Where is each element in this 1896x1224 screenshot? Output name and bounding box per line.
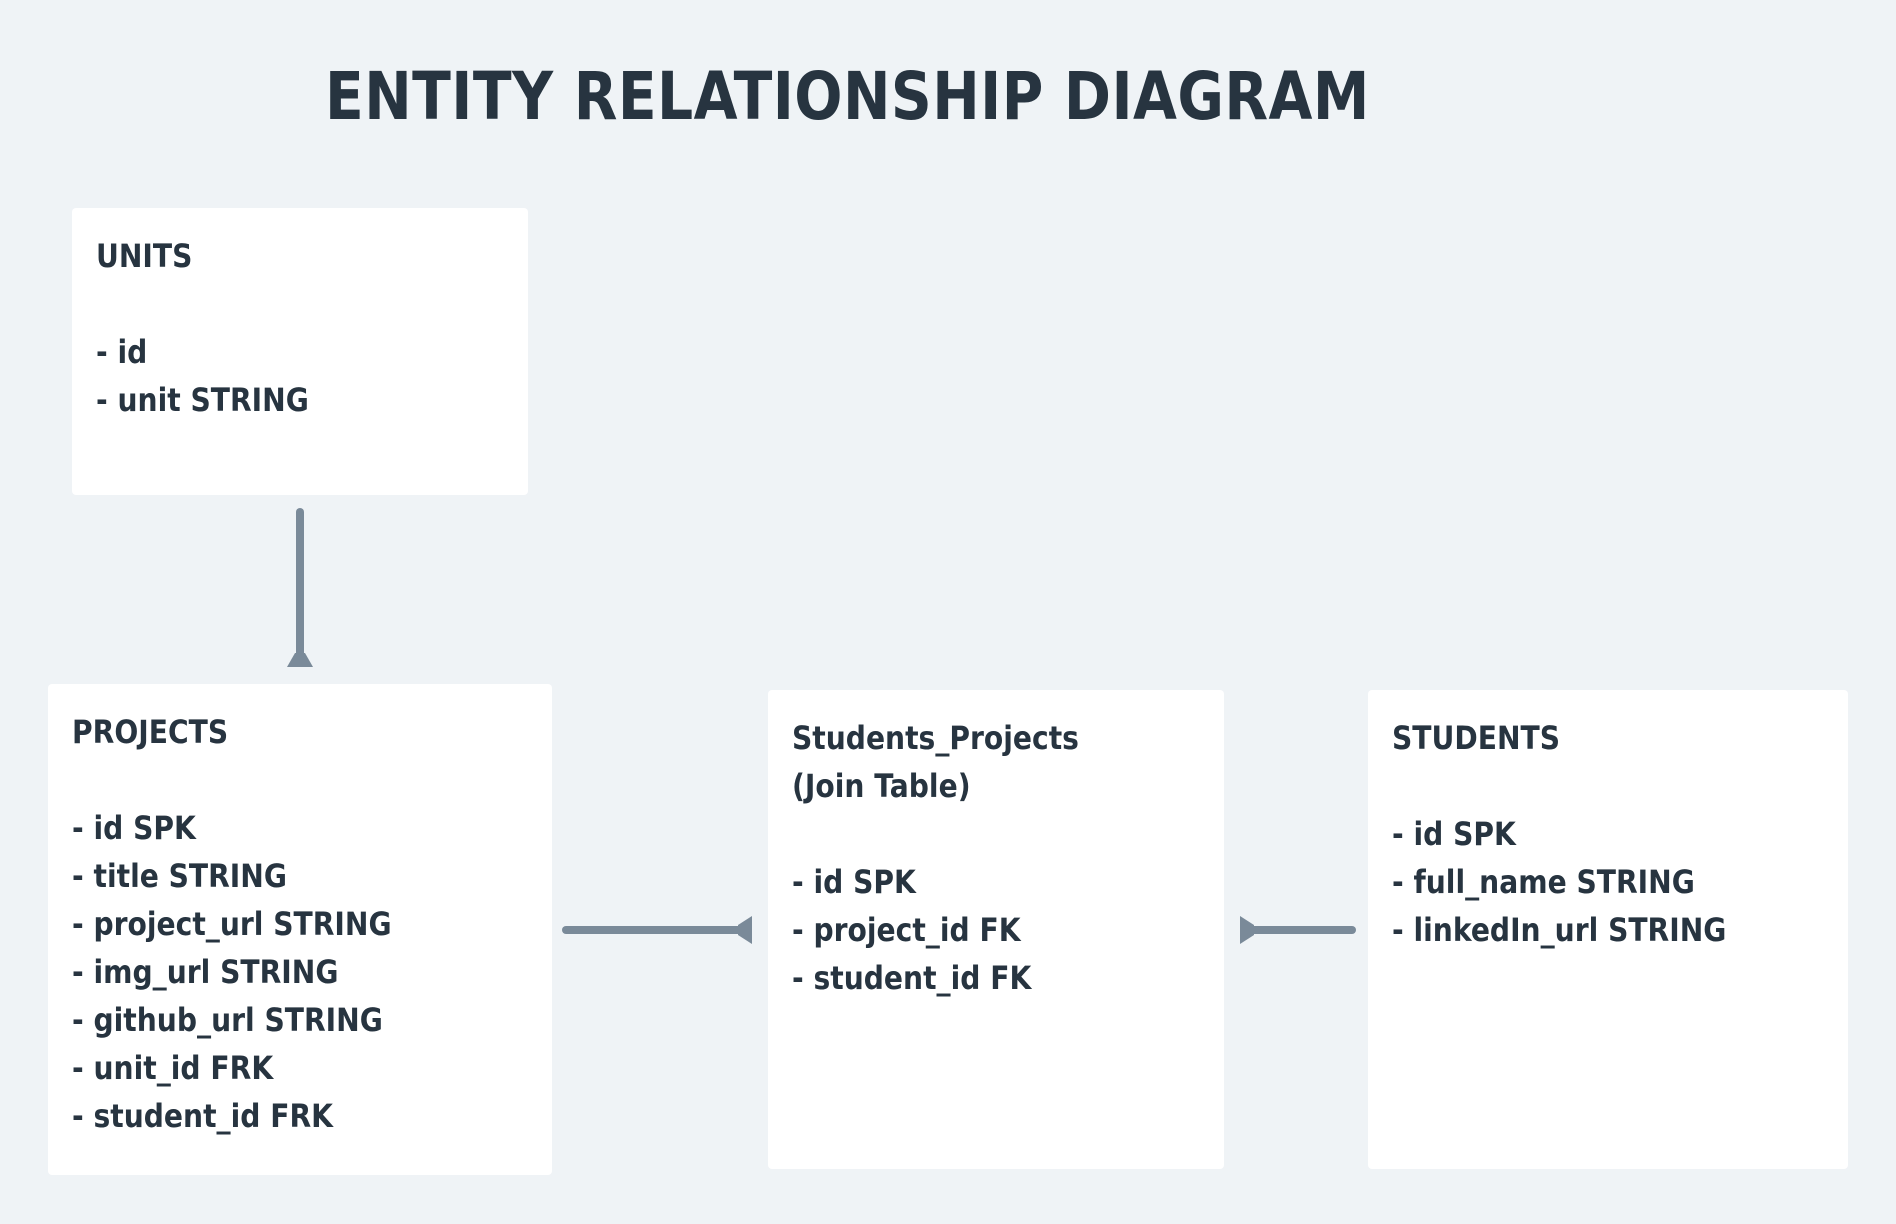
diagram-title: ENTITY RELATIONSHIP DIAGRAM [325,58,1370,135]
entity-field: - id SPK [792,863,916,901]
entity-field: - unit_id FRK [72,1049,274,1087]
entity-field: - linkedIn_url STRING [1392,911,1727,949]
entity-field: - full_name STRING [1392,863,1695,901]
connector-units-projects-arrowhead [287,653,313,667]
entity-field: - student_id FK [792,959,1032,997]
entity-field: - github_url STRING [72,1001,383,1039]
entity-field: - project_id FK [792,911,1021,949]
entity-projects: PROJECTS - id SPK - title STRING - proje… [48,684,552,1175]
entity-field: - id [96,333,148,371]
entity-units-fields: - id - unit STRING [96,328,504,424]
entity-field: - id SPK [1392,815,1516,853]
entity-units: UNITS - id - unit STRING [72,208,528,495]
entity-units-title: UNITS [96,232,455,280]
entity-field: - id SPK [72,809,196,847]
entity-field: - project_url STRING [72,905,392,943]
entity-projects-title: PROJECTS [72,708,473,756]
entity-students-projects: Students_Projects (Join Table) - id SPK … [768,690,1224,1169]
entity-field: - img_url STRING [72,953,339,991]
entity-title-line: (Join Table) [792,767,971,805]
entity-title-line: UNITS [96,237,193,275]
entity-students-projects-title: Students_Projects (Join Table) [792,714,1151,810]
entity-title-line: PROJECTS [72,713,229,751]
entity-students-fields: - id SPK - full_name STRING - linkedIn_u… [1392,810,1824,954]
entity-students-projects-fields: - id SPK - project_id FK - student_id FK [792,858,1200,1002]
entity-title-line: Students_Projects [792,719,1079,757]
entity-projects-fields: - id SPK - title STRING - project_url ST… [72,804,528,1140]
entity-students: STUDENTS - id SPK - full_name STRING - l… [1368,690,1848,1169]
entity-students-title: STUDENTS [1392,714,1772,762]
connector-projects-join-arrowhead [738,916,752,944]
entity-title-line: STUDENTS [1392,719,1561,757]
connector-students-join-arrowhead [1240,916,1254,944]
entity-field: - unit STRING [96,381,309,419]
entity-field: - title STRING [72,857,287,895]
entity-field: - student_id FRK [72,1097,333,1135]
